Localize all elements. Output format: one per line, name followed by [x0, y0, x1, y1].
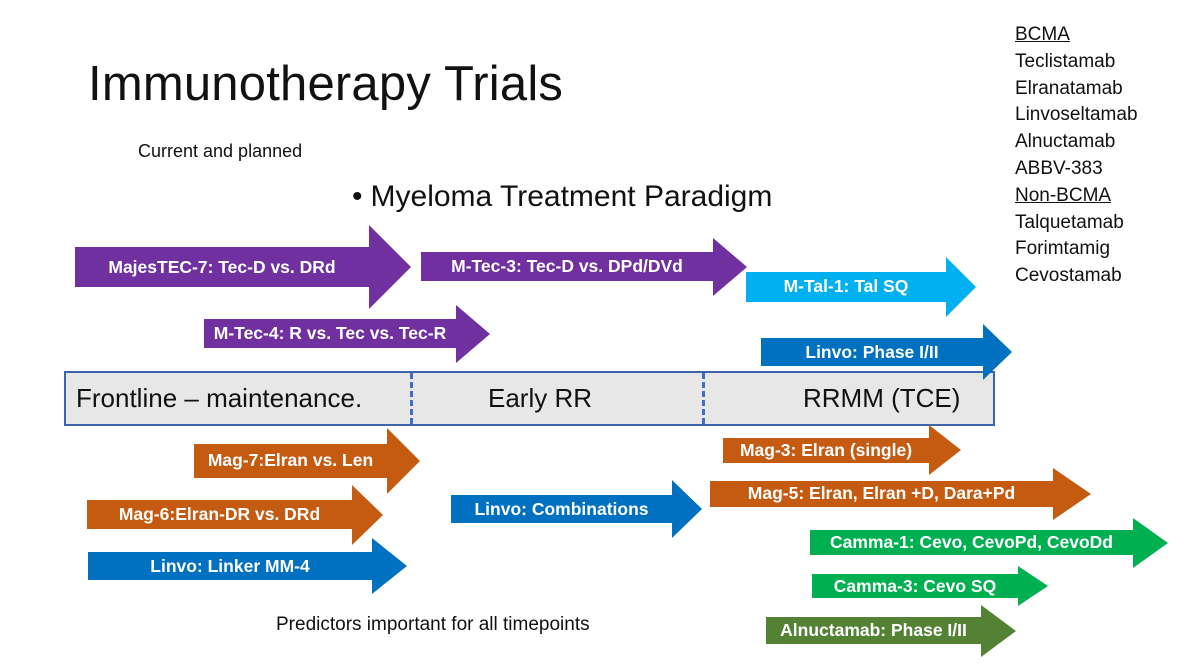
- paradigm-bullet: •Myeloma Treatment Paradigm: [352, 180, 772, 214]
- drug-item: Cevostamab: [1015, 265, 1122, 287]
- drug-item: Teclistamab: [1015, 50, 1116, 72]
- trial-arrow-mag-3: Mag-3: Elran (single): [723, 425, 961, 475]
- drug-item: Talquetamab: [1015, 211, 1124, 233]
- arrow-head-icon: [387, 427, 420, 494]
- arrow-head-icon: [981, 604, 1016, 657]
- arrow-head-icon: [672, 480, 702, 538]
- trial-arrow-majestec-7: MajesTEC-7: Tec-D vs. DRd: [75, 225, 411, 309]
- trial-arrow-camma-3: Camma-3: Cevo SQ: [812, 566, 1048, 606]
- arrow-label: M-Tec-3: Tec-D vs. DPd/DVd: [421, 252, 713, 281]
- bullet-icon: •: [352, 180, 363, 213]
- slide-footer: Predictors important for all timepoints: [276, 614, 590, 635]
- arrow-head-icon: [946, 256, 976, 317]
- drug-item: Elranatamab: [1015, 77, 1123, 99]
- trial-arrow-mag-5: Mag-5: Elran, Elran +D, Dara+Pd: [710, 467, 1091, 520]
- arrow-label: M-Tal-1: Tal SQ: [746, 271, 946, 302]
- arrow-head-icon: [929, 425, 961, 475]
- paradigm-text: Myeloma Treatment Paradigm: [370, 180, 773, 213]
- arrow-head-icon: [372, 538, 407, 594]
- drug-list: BCMA Teclistamab Elranatamab Linvoseltam…: [1015, 22, 1138, 290]
- arrow-head-icon: [983, 324, 1012, 380]
- trial-arrow-linvo-phase: Linvo: Phase I/II: [761, 324, 1012, 380]
- trial-arrow-m-tec-4: M-Tec-4: R vs. Tec vs. Tec-R: [204, 304, 490, 363]
- trial-arrow-m-tal-1: M-Tal-1: Tal SQ: [746, 256, 976, 317]
- arrow-head-icon: [1053, 467, 1091, 520]
- arrow-label: Camma-3: Cevo SQ: [812, 574, 1018, 598]
- timeline-segment-early-rr: Early RR: [488, 383, 593, 413]
- drug-item: Forimtamig: [1015, 238, 1111, 260]
- arrow-label: Linvo: Combinations: [451, 495, 672, 523]
- timeline-divider: [702, 373, 705, 424]
- drug-item: Linvoseltamab: [1015, 104, 1138, 126]
- arrow-label: Camma-1: Cevo, CevoPd, CevoDd: [810, 530, 1133, 555]
- trial-arrow-linvo-linker: Linvo: Linker MM-4: [88, 538, 407, 594]
- arrow-label: Alnuctamab: Phase I/II: [766, 617, 981, 644]
- slide-subtitle: Current and planned: [138, 141, 303, 161]
- trial-arrow-linvo-combinations: Linvo: Combinations: [451, 480, 702, 538]
- arrow-label: Mag-7:Elran vs. Len: [194, 443, 387, 478]
- arrow-label: Mag-6:Elran-DR vs. DRd: [87, 500, 352, 529]
- arrow-label: Linvo: Phase I/II: [761, 338, 983, 366]
- arrow-label: MajesTEC-7: Tec-D vs. DRd: [75, 247, 369, 287]
- timeline-divider: [410, 373, 413, 424]
- slide-title: Immunotherapy Trials: [88, 57, 564, 111]
- arrow-head-icon: [352, 484, 383, 545]
- treatment-timeline: Frontline – maintenance. Early RR RRMM (…: [64, 371, 995, 426]
- arrow-label: M-Tec-4: R vs. Tec vs. Tec-R: [204, 319, 456, 348]
- drug-item: ABBV-383: [1015, 157, 1103, 179]
- non-bcma-header: Non-BCMA: [1015, 184, 1112, 206]
- arrow-head-icon: [1018, 566, 1048, 606]
- trial-arrow-mag-6: Mag-6:Elran-DR vs. DRd: [87, 484, 383, 545]
- arrow-head-icon: [1133, 517, 1168, 568]
- arrow-label: Linvo: Linker MM-4: [88, 552, 372, 580]
- bcma-header: BCMA: [1015, 24, 1070, 45]
- arrow-head-icon: [456, 304, 490, 363]
- trial-arrow-camma-1: Camma-1: Cevo, CevoPd, CevoDd: [810, 517, 1168, 568]
- timeline-segment-rrmm: RRMM (TCE): [803, 383, 961, 413]
- arrow-head-icon: [369, 225, 411, 309]
- arrow-label: Mag-3: Elran (single): [723, 437, 929, 463]
- timeline-segment-frontline: Frontline – maintenance.: [76, 383, 363, 413]
- arrow-label: Mag-5: Elran, Elran +D, Dara+Pd: [710, 480, 1053, 507]
- trial-arrow-alnuctamab: Alnuctamab: Phase I/II: [766, 604, 1016, 657]
- trial-arrow-m-tec-3: M-Tec-3: Tec-D vs. DPd/DVd: [421, 237, 747, 296]
- trial-arrow-mag-7: Mag-7:Elran vs. Len: [194, 427, 420, 494]
- arrow-head-icon: [713, 237, 747, 296]
- drug-item: Alnuctamab: [1015, 131, 1116, 153]
